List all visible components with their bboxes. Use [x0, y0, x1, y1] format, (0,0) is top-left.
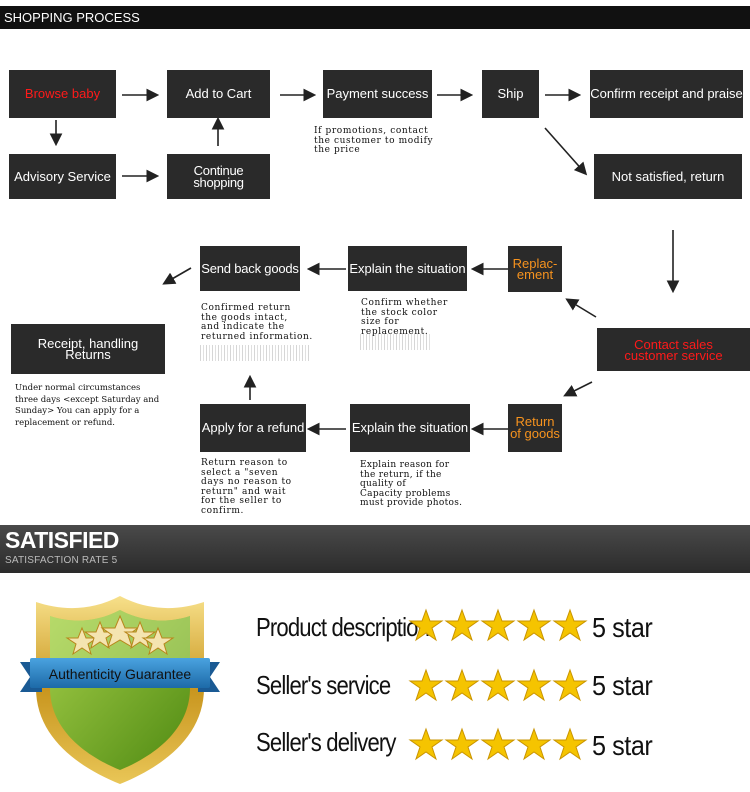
satisfied-banner: SATISFIED SATISFACTION RATE 5	[0, 525, 750, 573]
note-payment: If promotions, contact the customer to m…	[314, 126, 434, 156]
flow-arrows	[49, 88, 680, 436]
flow-step-contact-sales: Contact sales customer service	[597, 328, 750, 371]
satisfied-subtitle: SATISFACTION RATE 5	[5, 555, 118, 566]
barcode-decoration	[360, 334, 432, 350]
flow-step-replacement: Replac- ement	[508, 246, 562, 292]
rating-value-seller-delivery: 5 star	[592, 730, 653, 761]
rating-value-seller-service: 5 star	[592, 670, 653, 701]
flow-step-browse: Browse baby	[9, 70, 116, 118]
note-explain-reason: Explain reason for the return, if the qu…	[360, 460, 463, 509]
rating-stars-product-description	[408, 608, 588, 642]
flow-step-continue: Continue shopping	[167, 154, 270, 199]
rating-value-product-description: 5 star	[592, 612, 653, 643]
note-confirm-stock: Confirm whether the stock color size for…	[361, 298, 448, 337]
flow-step-payment: Payment success	[323, 70, 432, 118]
rating-label-product-description: Product description	[256, 612, 430, 642]
section-header-shopping-process: SHOPPING PROCESS	[0, 6, 750, 29]
flow-step-advisory: Advisory Service	[9, 154, 116, 199]
flow-step-receipt: Receipt, handling Returns	[11, 324, 165, 374]
rating-stars-seller-service	[408, 668, 588, 702]
flow-step-ship: Ship	[482, 70, 539, 118]
flow-step-explain-top: Explain the situation	[348, 246, 467, 291]
flow-step-confirm: Confirm receipt and praise	[590, 70, 743, 118]
authenticity-shield-icon	[20, 596, 220, 784]
rating-stars-seller-delivery	[408, 727, 588, 761]
flow-step-not-satisfied: Not satisfied, return	[594, 154, 742, 199]
rating-label-seller-delivery: Seller's delivery	[256, 727, 396, 757]
note-receipt: Under normal circumstances three days <e…	[15, 383, 160, 428]
note-return-reason: Return reason to select a "seven days no…	[201, 458, 292, 516]
satisfied-title: SATISFIED	[5, 527, 119, 553]
rating-label-seller-service: Seller's service	[256, 670, 391, 700]
badge-label: Authenticity Guarantee	[48, 666, 192, 682]
flow-step-apply-refund: Apply for a refund	[200, 404, 306, 452]
note-confirmed-return: Confirmed return the goods intact, and i…	[201, 303, 313, 342]
flow-step-add-to-cart: Add to Cart	[167, 70, 270, 118]
barcode-decoration	[200, 345, 310, 361]
flow-step-return-goods: Return of goods	[508, 404, 562, 452]
flow-step-explain-bottom: Explain the situation	[350, 404, 470, 452]
flow-step-send-back: Send back goods	[200, 246, 300, 291]
